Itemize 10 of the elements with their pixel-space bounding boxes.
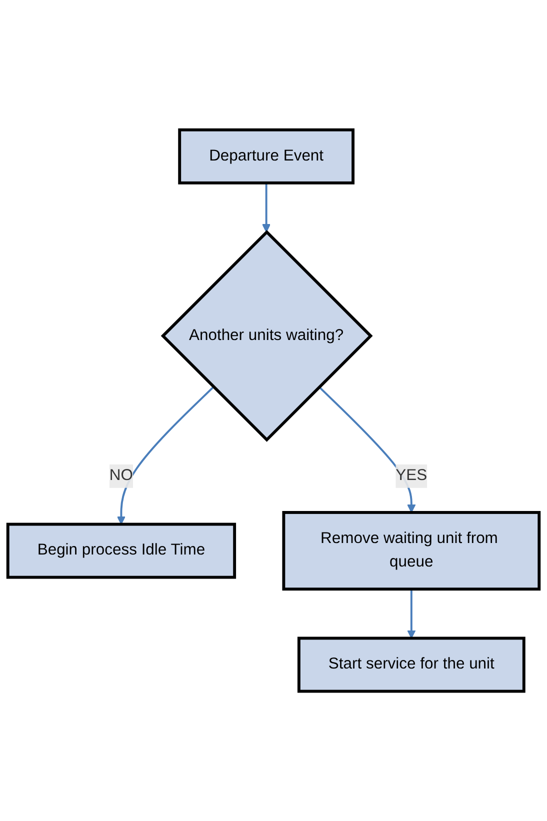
- node-box: Remove waiting unit from queue: [282, 510, 541, 590]
- node-box: Start service for the unit: [297, 636, 526, 693]
- edge-label: NO: [109, 467, 134, 484]
- node-box: Departure Event: [178, 128, 354, 184]
- arrow: [262, 182, 271, 232]
- arrow: [116, 386, 214, 525]
- node-box: Begin process Idle Time: [6, 522, 236, 579]
- arrow: [407, 589, 416, 639]
- node-diamond: Another units waiting?: [160, 230, 373, 442]
- edge-label: YES: [396, 467, 428, 484]
